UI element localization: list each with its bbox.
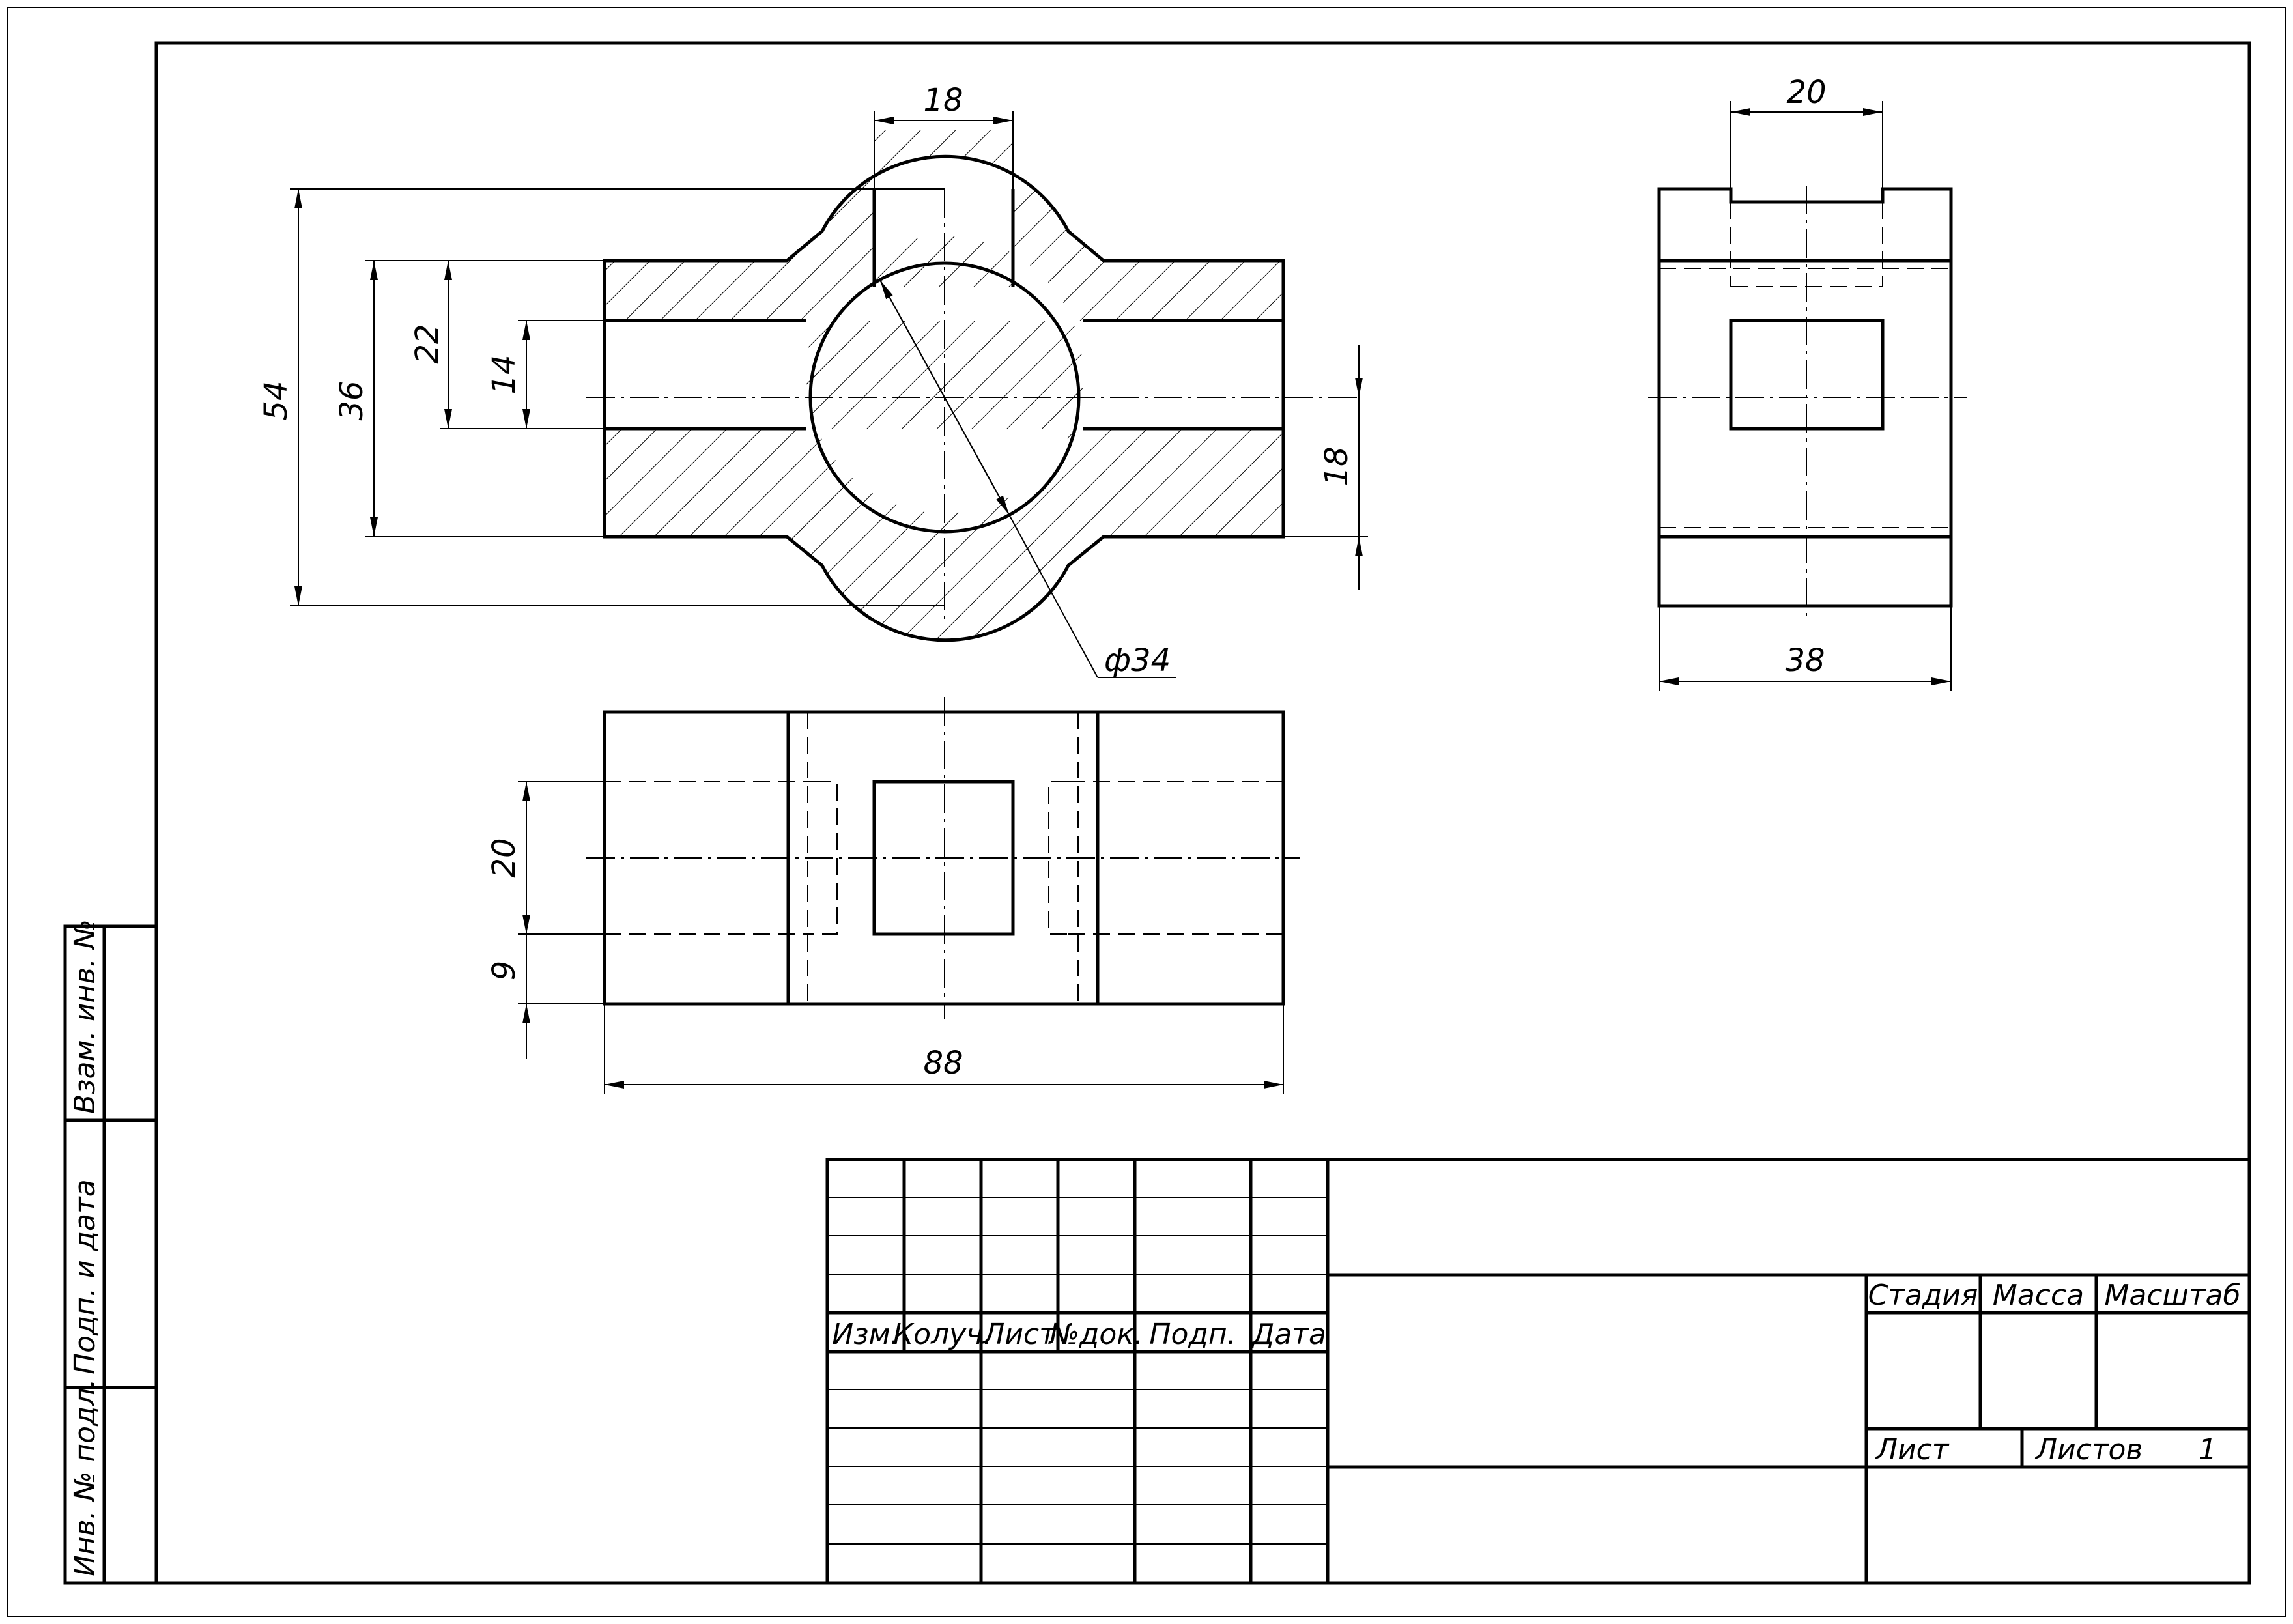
- svg-text:20: 20: [486, 838, 522, 877]
- rev-header-signature: Подп.: [1149, 1318, 1236, 1351]
- svg-text:ф34: ф34: [1104, 642, 1171, 679]
- dimension-side-top-slot-20: 20: [1730, 74, 1883, 189]
- sheets-count: 1: [2199, 1433, 2217, 1466]
- dimension-right-height-18: 18: [1283, 345, 1368, 590]
- rev-header-change: Изм.: [832, 1318, 900, 1351]
- dimension-top-offset-9: 9: [486, 934, 605, 1059]
- dimension-bore-14: 14: [486, 320, 605, 429]
- top-view: 20 9 88: [486, 697, 1300, 1094]
- rev-header-doc-no: №док.: [1047, 1318, 1143, 1351]
- dimension-top-window-20: 20: [486, 781, 605, 935]
- svg-text:88: 88: [923, 1045, 963, 1081]
- svg-text:38: 38: [1785, 642, 1825, 679]
- dimension-top-slot-18: 18: [874, 82, 1014, 189]
- svg-text:14: 14: [486, 354, 522, 394]
- scale-label: Масштаб: [2104, 1279, 2240, 1312]
- sheet-label: Лист: [1875, 1433, 1950, 1466]
- side-view: 20 38: [1648, 74, 1967, 691]
- title-block: Изм. Колуч. Лист №док. Подп. Дата Стадия…: [825, 1158, 2251, 1585]
- svg-text:36: 36: [334, 380, 370, 420]
- stage-label: Стадия: [1868, 1279, 1978, 1312]
- side-label-orig-inv: Инв. № подл.: [68, 1378, 102, 1576]
- rev-header-sheet: Лист: [982, 1318, 1057, 1351]
- sheet-frame: [7, 7, 2286, 1617]
- svg-text:54: 54: [258, 380, 294, 420]
- svg-text:20: 20: [1786, 74, 1826, 111]
- dimension-hole-zone-22: 22: [409, 261, 605, 429]
- dimension-side-width-38: 38: [1659, 606, 1952, 691]
- side-label-replaced-inv: Взам. инв. №: [68, 919, 102, 1114]
- side-label-sign-date: Подп. и дата: [68, 1179, 102, 1375]
- rev-header-date: Дата: [1251, 1318, 1326, 1351]
- side-strip: Взам. инв. № Подп. и дата Инв. № подл.: [63, 919, 158, 1585]
- sheets-label: Листов: [2034, 1433, 2143, 1466]
- svg-text:9: 9: [486, 961, 522, 981]
- dimension-top-length-88: 88: [604, 1004, 1284, 1094]
- rev-header-qty: Колуч.: [893, 1318, 992, 1351]
- dimension-body-height-36: 36: [334, 260, 605, 537]
- dimension-overall-height-54: 54: [258, 188, 945, 606]
- svg-text:18: 18: [1318, 446, 1355, 486]
- mass-label: Масса: [1993, 1279, 2084, 1312]
- svg-text:18: 18: [923, 82, 963, 119]
- svg-text:22: 22: [409, 324, 446, 363]
- front-section-view: 18 54 36 22 14 18: [258, 82, 1368, 679]
- dimension-sphere-diameter: ф34: [879, 279, 1176, 679]
